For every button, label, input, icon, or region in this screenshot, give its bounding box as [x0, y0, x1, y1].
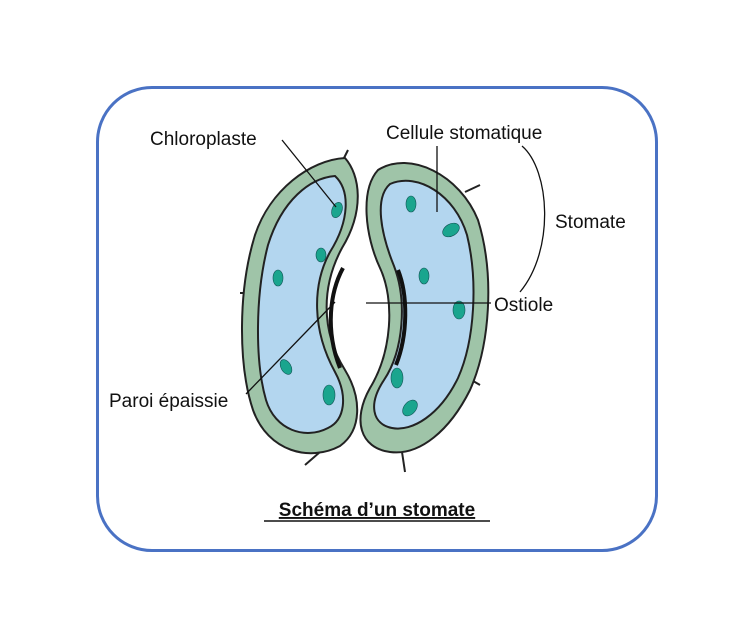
- chloroplast: [390, 367, 404, 389]
- chloroplast: [315, 247, 327, 263]
- label-cellule-stomatique: Cellule stomatique: [386, 123, 542, 144]
- caption: Schéma d’un stomate: [279, 500, 475, 521]
- left-cell-stub-bottom: [304, 451, 321, 466]
- label-stomate: Stomate: [555, 212, 626, 233]
- label-ostiole: Ostiole: [494, 295, 553, 316]
- left-guard-cell: [240, 149, 359, 466]
- right-cell-stub-bottom2: [401, 451, 406, 473]
- leader-chloroplaste: [281, 139, 337, 208]
- chloroplast: [272, 269, 284, 287]
- chloroplast: [331, 201, 343, 219]
- diagram-frame: [96, 86, 658, 552]
- chloroplast: [405, 195, 417, 213]
- chloroplast: [442, 222, 460, 238]
- right-cell-cytoplasm: [373, 179, 475, 430]
- left-cell-cytoplasm: [256, 174, 347, 434]
- label-chloroplaste: Chloroplaste: [150, 129, 257, 150]
- chloroplast: [279, 359, 293, 375]
- stomate-bracket: [519, 145, 546, 293]
- chloroplast: [322, 384, 336, 406]
- right-guard-cell: [359, 162, 490, 473]
- right-cell-stub-top: [464, 184, 481, 193]
- chloroplast: [452, 300, 466, 320]
- left-thickened-wall: [328, 267, 345, 369]
- leader-paroi: [245, 301, 336, 395]
- chloroplast: [402, 399, 418, 417]
- chloroplast: [418, 267, 430, 285]
- label-paroi-epaissie: Paroi épaissie: [109, 391, 228, 412]
- right-thickened-wall: [394, 269, 408, 366]
